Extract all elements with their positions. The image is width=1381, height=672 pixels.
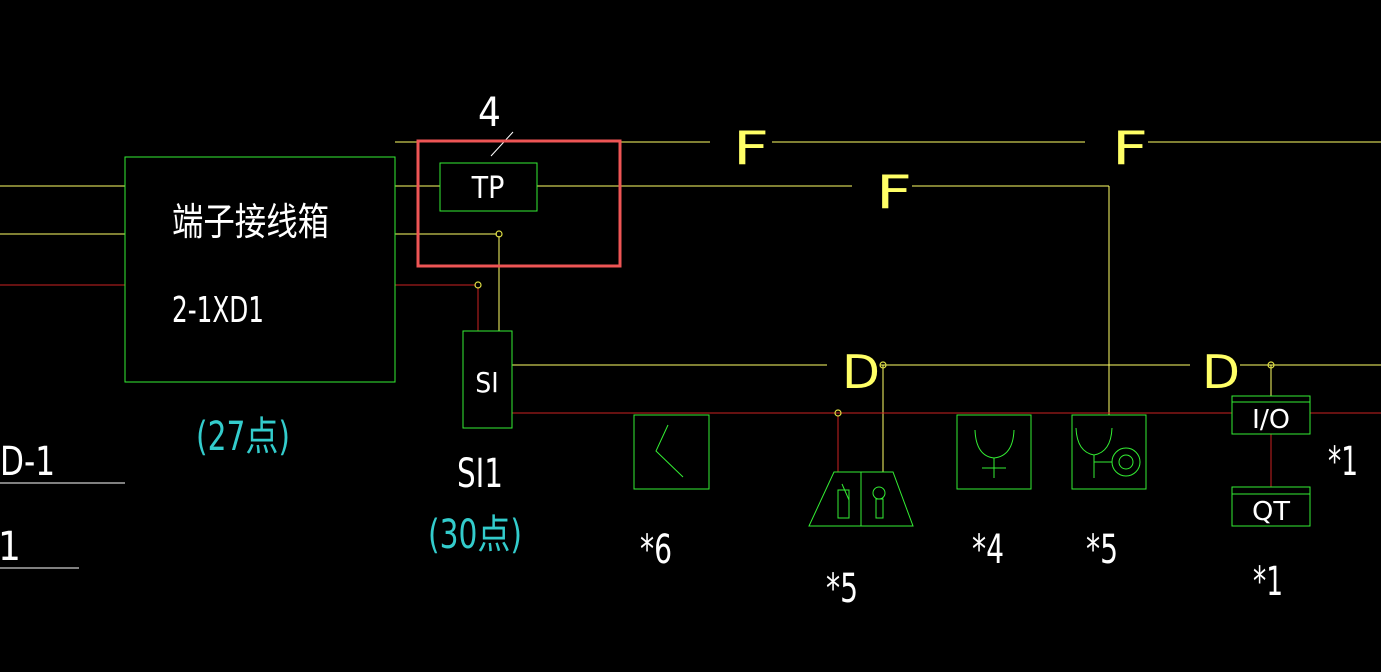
tp-cable-tick — [490, 131, 514, 157]
speaker-left-mark — [837, 489, 850, 519]
terminal-box-title: 端子接线箱 — [172, 200, 329, 244]
device-count-fork: *4 — [972, 527, 1004, 573]
zigzag-detector-mark — [655, 424, 684, 478]
distributor-label-1: D — [842, 345, 880, 399]
connection-nodes — [474, 230, 1275, 417]
fiber-label-2: F — [876, 165, 912, 219]
selection-highlight[interactable] — [416, 139, 622, 268]
fork-lens-inner — [1118, 454, 1134, 470]
speaker-left-tick — [841, 483, 850, 501]
si-box — [462, 330, 513, 429]
red-lines — [0, 284, 1381, 487]
node-io-yellow — [1267, 361, 1275, 369]
node-speaker-yellow — [879, 361, 887, 369]
node-speaker-red — [834, 409, 842, 417]
node-si-red — [474, 281, 482, 289]
terminal-box-code: 2-1XD1 — [172, 290, 264, 331]
left-label-group: D-1 1 — [0, 439, 125, 570]
qt-count: *1 — [1253, 559, 1283, 605]
speaker-trapezoid-icon — [808, 471, 914, 527]
tp-cable-count: 4 — [478, 90, 501, 136]
tp-block: TP 4 — [439, 90, 538, 212]
tp-box — [439, 162, 538, 212]
terminal-box-points: (27点) — [196, 414, 290, 460]
si-points: (30点) — [428, 512, 522, 558]
qt-block: QT *1 — [1231, 486, 1311, 605]
io-block: I/O *1 — [1231, 395, 1358, 485]
io-label: I/O — [1252, 405, 1290, 435]
io-count: *1 — [1328, 439, 1358, 485]
si-name: SI1 — [457, 451, 503, 497]
zigzag-detector-icon — [633, 414, 710, 490]
device-count-fork-lens: *5 — [1086, 527, 1118, 573]
fork-sensor-icon — [956, 414, 1032, 490]
fiber-label-1: F — [733, 121, 769, 175]
left-label-top: D-1 — [0, 439, 55, 485]
fork-lens-outer — [1111, 447, 1141, 477]
qt-label: QT — [1252, 497, 1291, 527]
left-label-bottom: 1 — [0, 524, 21, 570]
si-block: SI SI1 (30点) — [428, 330, 522, 558]
distributor-label-2: D — [1202, 345, 1240, 399]
tp-label: TP — [471, 171, 505, 206]
speaker-right-mark — [875, 498, 884, 519]
fork-lens-sensor-icon — [1071, 414, 1147, 490]
zigzag-detector-frame — [633, 414, 710, 490]
device-count-speaker: *5 — [826, 566, 858, 612]
terminal-box-frame — [124, 156, 396, 383]
fiber-label-3: F — [1112, 121, 1148, 175]
device-count-zigzag: *6 — [640, 527, 672, 573]
si-label: SI — [475, 366, 498, 399]
fork-lens-frame — [1071, 414, 1147, 490]
terminal-box: 端子接线箱 2-1XD1 — [124, 156, 396, 383]
node-si-yellow — [495, 230, 503, 238]
